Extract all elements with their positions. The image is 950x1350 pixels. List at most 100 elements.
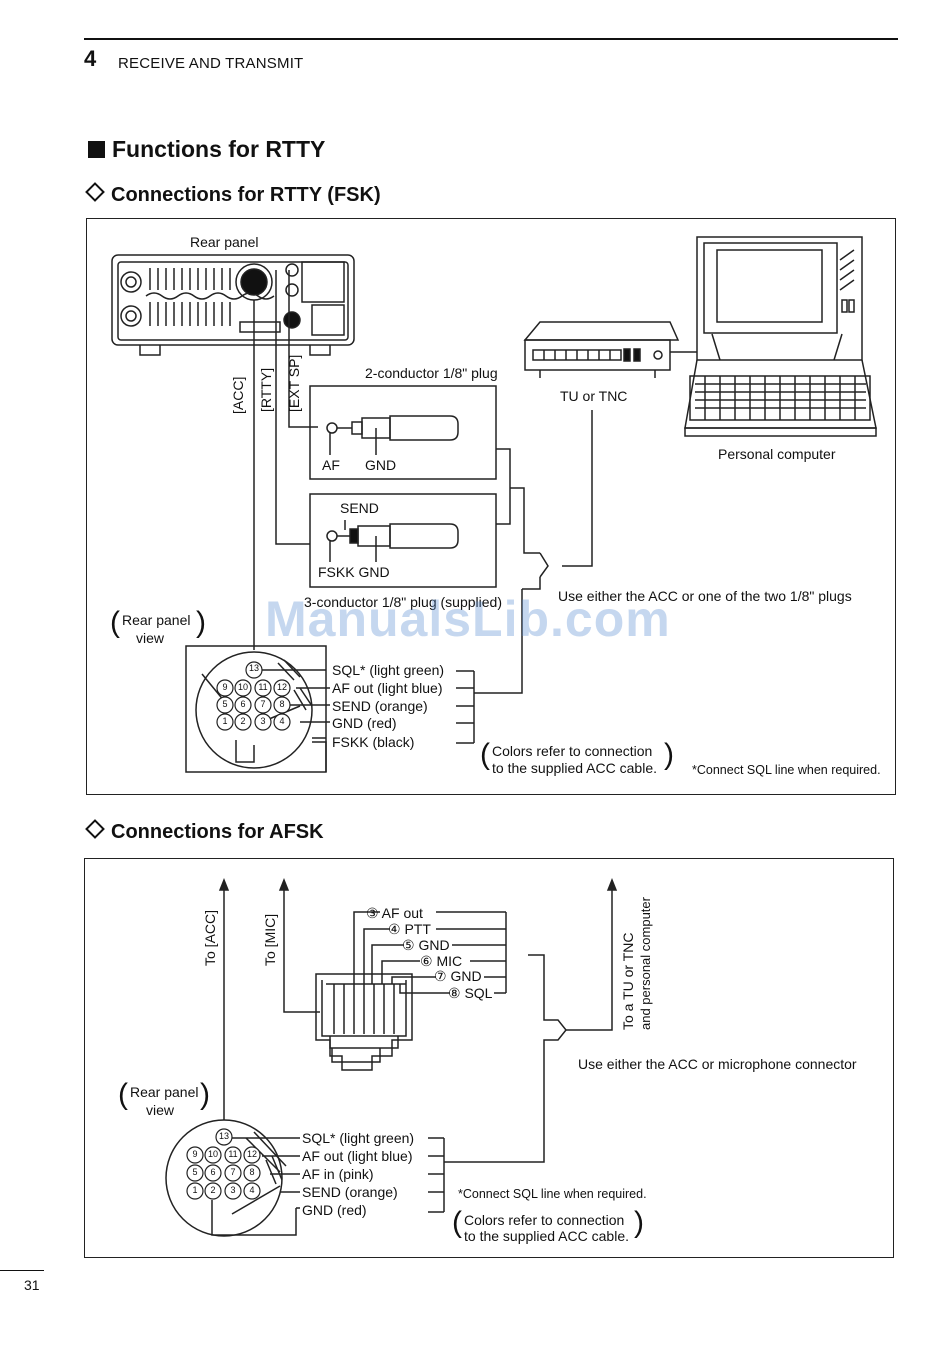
fsk-sql-note: *Connect SQL line when required.	[692, 763, 881, 777]
to-acc-label: To [ACC]	[202, 909, 218, 966]
afsk-pin: 9	[192, 1149, 198, 1159]
fsk-pin: 1	[222, 716, 228, 726]
afsk-pin: 12	[246, 1149, 257, 1159]
fsk-acc-frame	[185, 645, 327, 773]
plug3-send-label: SEND	[340, 500, 379, 516]
fsk-pin: 12	[276, 682, 287, 692]
fsk-rear-view-label: Rear panel	[122, 612, 191, 628]
fsk-colors-note: Colors refer to connection	[492, 743, 653, 759]
rear-panel-drawing	[111, 254, 355, 356]
plug3-fskk-gnd-label: FSKK GND	[318, 564, 390, 580]
square-bullet-icon	[88, 141, 105, 158]
mic-pin-label: ⑦ GND	[434, 968, 482, 984]
mic-pin-label: ⑥ MIC	[420, 953, 463, 969]
afsk-pin: 4	[249, 1185, 255, 1195]
personal-computer-label: Personal computer	[718, 446, 836, 462]
rtty-label: [RTTY]	[258, 367, 274, 412]
afsk-pin-label: AF out (light blue)	[302, 1148, 413, 1164]
fsk-diagram-frame	[86, 218, 896, 795]
afsk-pin: 6	[210, 1167, 216, 1177]
fsk-pin-label: SEND (orange)	[332, 698, 428, 714]
ext-sp-label: [EXT SP]	[286, 354, 302, 412]
section-title-text: Functions for RTTY	[112, 136, 326, 162]
afsk-pin-label: SEND (orange)	[302, 1184, 398, 1200]
paren-close: )	[196, 606, 206, 639]
page-number: 31	[24, 1277, 40, 1293]
fsk-colors-note-2: to the supplied ACC cable.	[492, 760, 657, 776]
paren-close: )	[664, 738, 674, 771]
afsk-colors-note-2: to the supplied ACC cable.	[464, 1228, 629, 1244]
afsk-sql-note: *Connect SQL line when required.	[458, 1187, 647, 1201]
afsk-rear-view-label-2: view	[146, 1102, 175, 1118]
fsk-pin: 3	[260, 716, 266, 726]
tu-tnc-drawing	[523, 321, 697, 378]
afsk-use-either-label: Use either the ACC or microphone connect…	[578, 1056, 857, 1072]
tu-tnc-label: TU or TNC	[560, 388, 628, 404]
footer-rule	[0, 1270, 44, 1271]
afsk-diagram-frame	[84, 858, 894, 1258]
fsk-pin: 6	[240, 699, 246, 709]
acc-label: [ACC]	[230, 376, 246, 414]
plug2-title: 2-conductor 1/8" plug	[365, 365, 498, 381]
mic-connector-drawing	[283, 886, 613, 1163]
fsk-pin: 5	[222, 699, 228, 709]
mic-pin-label: ③ AF out	[366, 905, 423, 921]
to-mic-label: To [MIC]	[262, 913, 278, 966]
paren-open: (	[118, 1078, 128, 1111]
fsk-title: Connections for RTTY (FSK)	[84, 182, 381, 207]
fsk-pin: 4	[279, 716, 285, 726]
paren-open: (	[452, 1206, 462, 1239]
personal-computer-drawing	[684, 236, 877, 437]
afsk-title-text: Connections for AFSK	[111, 821, 324, 843]
fsk-pin-label: FSKK (black)	[332, 734, 415, 750]
section-title: Functions for RTTY	[88, 136, 325, 163]
mic-pin-label: ⑧ SQL	[448, 985, 493, 1001]
fsk-rear-view-label-2: view	[136, 630, 165, 646]
fsk-pin: 10	[237, 682, 248, 692]
paren-close: )	[200, 1078, 210, 1111]
afsk-pin: 11	[228, 1149, 238, 1159]
fsk-pin-circles	[216, 661, 291, 731]
afsk-colors-note: Colors refer to connection	[464, 1212, 625, 1228]
afsk-pin: 8	[249, 1167, 255, 1177]
afsk-pin: 1	[192, 1185, 198, 1195]
diamond-bullet-icon	[85, 819, 105, 839]
afsk-pin: 5	[192, 1167, 198, 1177]
rear-panel-label: Rear panel	[190, 234, 259, 250]
plug2-gnd-label: GND	[365, 457, 397, 473]
to-tu-label: To a TU or TNC	[620, 932, 636, 1030]
afsk-pin: 2	[210, 1185, 216, 1195]
header-rule	[84, 38, 898, 40]
afsk-pin-circles	[186, 1128, 261, 1200]
paren-close: )	[634, 1206, 644, 1239]
afsk-pin-label: AF in (pink)	[302, 1166, 374, 1182]
afsk-title: Connections for AFSK	[84, 819, 324, 844]
fsk-pin: 2	[240, 716, 246, 726]
afsk-pin: 7	[230, 1167, 236, 1177]
fsk-use-either-label: Use either the ACC or one of the two 1/8…	[558, 588, 852, 604]
fsk-pin: 9	[222, 682, 228, 692]
afsk-pin: 3	[230, 1185, 236, 1195]
paren-open: (	[110, 606, 120, 639]
mic-pin-label: ⑤ GND	[402, 937, 450, 953]
mic-pin-label: ④ PTT	[388, 921, 431, 937]
afsk-pin: 10	[207, 1149, 218, 1159]
paren-open: (	[480, 738, 490, 771]
fsk-pin: 11	[258, 682, 268, 692]
fsk-pin-label: AF out (light blue)	[332, 680, 443, 696]
fsk-title-text: Connections for RTTY (FSK)	[111, 184, 381, 206]
plug2-af-label: AF	[322, 457, 340, 473]
fsk-pin-label: GND (red)	[332, 715, 397, 731]
fsk-pin: 7	[260, 699, 266, 709]
fsk-pin-label: SQL* (light green)	[332, 662, 445, 678]
afsk-rear-view-label: Rear panel	[130, 1084, 199, 1100]
afsk-pin-label: GND (red)	[302, 1202, 367, 1218]
watermark: ManualsLib.com	[265, 591, 671, 647]
afsk-pin-13: 13	[218, 1131, 229, 1141]
fsk-pin: 8	[279, 699, 285, 709]
fsk-pin-13: 13	[248, 663, 259, 673]
chapter-title: RECEIVE AND TRANSMIT	[118, 55, 304, 72]
to-tu-label-2: and personal computer	[638, 897, 653, 1030]
chapter-number: 4	[84, 46, 97, 71]
